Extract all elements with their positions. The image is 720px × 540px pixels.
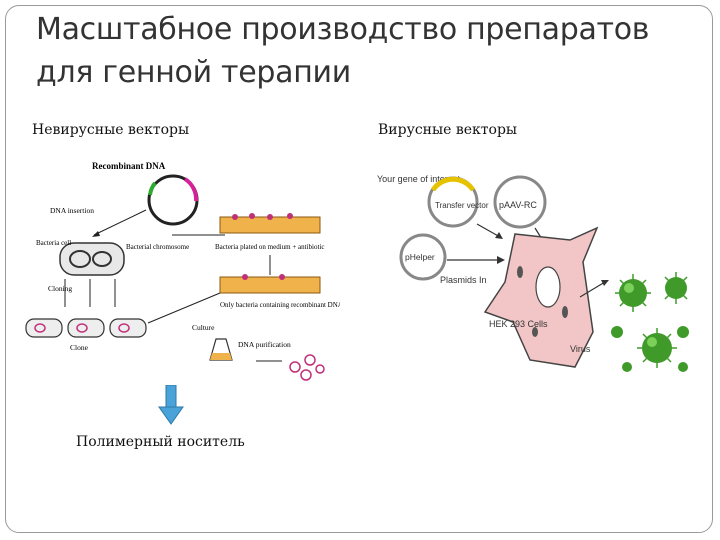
nonviral-cloning-diagram: Recombinant DNA DNA insertion Bacteria c… [20, 155, 360, 395]
dna-purification-label: DNA purification [238, 340, 291, 349]
virus-particles [611, 272, 689, 372]
transfer-vector-label: Transfer vector [435, 201, 489, 210]
cloning-label: Cloning [48, 284, 72, 293]
nonviral-heading: Невирусные векторы [32, 122, 190, 138]
phelper-plasmid [399, 233, 447, 281]
recombinant-dna-label: Recombinant DNA [92, 161, 166, 171]
culture-label: Culture [192, 323, 215, 332]
slide-frame [5, 5, 713, 533]
viral-heading: Вирусные векторы [378, 122, 518, 138]
virus-label: Virus [570, 344, 591, 354]
plasmids-in-label: Plasmids In [440, 275, 487, 285]
bacteria-cell [59, 242, 125, 276]
agar-plate-2 [219, 276, 321, 294]
paav-rc-plasmid [493, 175, 547, 229]
bacterial-chromosome-label: Bacterial chromosome [126, 243, 189, 251]
paav-rc-label: pAAV-RC [499, 200, 537, 210]
hek-cells-label: HEK 293 Cells [489, 319, 548, 329]
title-line-1: Масштабное производство препаратов [36, 12, 650, 47]
dna-insertion-label: DNA insertion [50, 206, 94, 215]
culture-flask [209, 338, 233, 361]
bacteria-cell-label: Bacteria cell [36, 239, 71, 247]
bacteria-plated-label: Bacteria plated on medium + antibiotic [215, 243, 325, 251]
recombinant-plasmid [147, 174, 199, 226]
slide-title: Масштабное производство препаратов для г… [36, 8, 696, 94]
clone-label: Clone [70, 343, 89, 352]
clone-cells [25, 318, 147, 338]
polymer-carrier-label: Полимерный носитель [76, 434, 245, 450]
your-gene-label: Your gene of interest [377, 174, 460, 184]
transfer-vector-plasmid [427, 176, 479, 228]
purified-plasmids [289, 354, 325, 381]
only-bacteria-label: Only bacteria containing recombinant DNA… [220, 301, 340, 309]
hek-cell [483, 226, 599, 368]
viral-production-diagram: Your gene of interest Transfer vector pA… [365, 162, 695, 387]
phelper-label: pHelper [405, 252, 435, 262]
title-line-2: для генной терапии [36, 55, 351, 90]
down-arrow-icon [158, 384, 184, 425]
